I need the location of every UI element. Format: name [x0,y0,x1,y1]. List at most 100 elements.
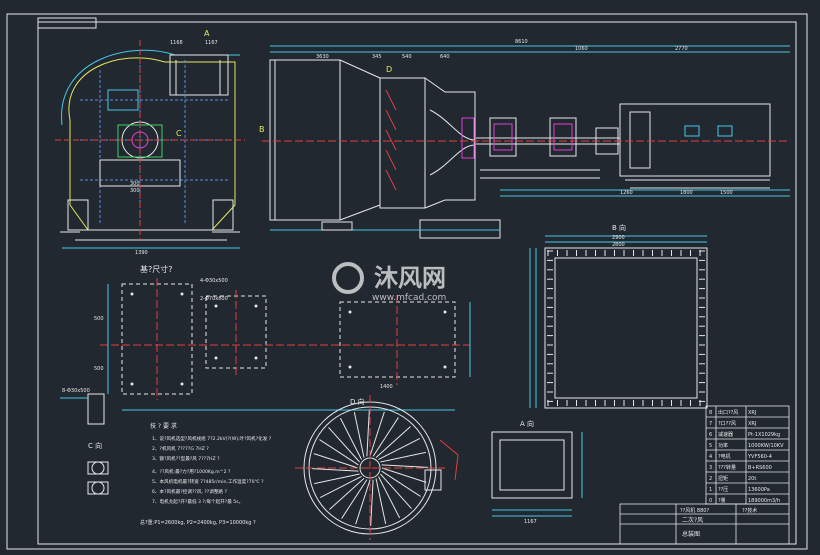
vane-line [328,427,360,463]
b-view-outlet-flange [529,235,708,409]
parts-row-no: 7 [709,421,712,427]
view-marker-c-left: C [176,129,182,138]
parts-row-name: 扭矩 [718,475,728,482]
note-7: 7、电机允起?开?最低 3 ?;每个起开?最 5s。 [152,498,243,505]
foundation-plan [100,278,471,411]
note-3: 3、额?风机??型最?风 7??7HZ ? [152,455,220,462]
foundation-dim-2: 2-Φ70x800 [200,296,228,302]
dim-top-7: 8610 [515,39,528,45]
b-view-dim-2: 2800 [612,242,625,248]
dim-bl-2: 300 [130,188,140,194]
foundation-dim-4: 500 [94,316,104,322]
parts-row-name: 减速器 [718,431,733,438]
vane-line [370,479,374,527]
vane-line [380,473,412,509]
view-marker-a-top: A [204,29,210,38]
parts-row-name: ?口??风 [718,421,736,427]
dim-right-1: 1260 [620,190,633,196]
parts-row-value: XRJ [748,421,756,427]
parts-row-no: 1 [709,487,712,493]
parts-row-no: 4 [709,454,712,460]
vane-line [313,453,359,469]
note-1: 1、说?风机选型?风机线组 7?2.2kV(?(W),叶?风机?化发 ? [152,435,272,442]
note-6: 6、本?风机最?控调??风, ??调整路 ? [152,488,227,495]
vane-line [375,426,411,458]
foundation-dim-5: 500 [94,366,104,372]
a-view-dim: 1167 [524,519,537,525]
dim-top-9: 1060 [575,46,588,52]
dim-top-5: 540 [402,54,412,60]
parts-row-name: 出口??风 [718,409,738,416]
notes-title: 技 ? 要 求 [150,422,177,430]
view-marker-d-top: D [386,65,392,74]
a-view-inlet-flange [491,431,583,517]
note-4: 4、??风机:最?力?用?1000Kg.m^2 ? [152,468,231,475]
vane-line [375,478,387,524]
foundation-dim-3: 1400 [380,384,393,390]
parts-row-value: 189000m3/h [748,498,780,504]
vane-line [314,473,360,485]
parts-table-rows: 8 出口??风 XRJ 7 ?口??风 XRJ 6 减速器 Pt-1X1029kg 5 功率 1000… [709,409,784,504]
vane-line [329,478,365,510]
dim-bl-1: 300 [130,181,140,187]
vane-line [311,468,359,472]
dim-top-8: 2770 [675,46,688,52]
vane-line [381,467,427,483]
vane-line [369,411,385,457]
vane-line [381,470,421,497]
dim-top-2: 1167 [205,40,218,46]
parts-row-value: Pt-1X1029kg [748,432,780,438]
parts-row-value: XRJ [748,410,756,416]
parts-row-value: YVF560-4 [747,454,772,460]
parts-table [705,405,790,505]
vane-line [355,479,371,525]
parts-row-no: 5 [709,443,712,449]
dim-right-3: 1500 [720,190,733,196]
title-block [619,503,790,545]
foundation-title: 基?尺寸? [140,264,173,274]
parts-row-name: ?量 [718,497,726,504]
c-view-title: C 向 [88,441,102,450]
d-view-inlet-vanes [295,395,459,540]
note-2: 2、?机风机 7??7?G 7HZ ? [152,445,209,452]
c-view-detail [60,393,109,495]
vane-line [366,409,370,457]
parts-row-value: 20t [748,476,756,482]
parts-row-value: 1000KW/10KV [748,443,784,449]
title-label: ??技术 [742,507,757,514]
parts-row-name: ???转量 [718,464,736,471]
parts-row-no: 0 [709,498,712,504]
parts-row-no: 3 [709,465,712,471]
a-view-title: A 向 [520,419,534,428]
dim-top-3: 3630 [316,54,329,60]
parts-row-no: 8 [709,410,712,416]
parts-row-name: ??压 [718,487,728,493]
parts-row-value: 13600Pa [748,487,770,493]
title-fan-type: 二次?风 [682,516,703,524]
vane-line [319,439,359,466]
parts-row-value: B+RS600 [748,465,772,471]
b-view-title: B 向 [612,223,626,232]
technical-notes: 技 ? 要 求 1、说?风机选型?风机线组 7?2.2kV(?(W),叶?风机?… [140,422,272,526]
vane-line [381,464,429,468]
dim-bl-3: 1390 [135,250,148,256]
weights-note: 总?重:P1=2600kg, P2=2400kg, P3=10000kg ? [140,519,256,526]
view-marker-b-left: B [259,125,265,134]
dim-top-1: 1168 [170,40,183,46]
parts-row-name: ?电机 [718,453,731,460]
parts-row-no: 2 [709,476,712,482]
note-5: 5、本风机电机最?转速 7?485r/min,工作温度?70℃ ? [152,478,264,485]
parts-row-no: 6 [709,432,712,438]
parts-row-name: 功率 [718,442,728,449]
vane-line [372,417,399,457]
foundation-dim-6: 8-Φ30x500 [62,388,90,394]
b-view-dim-1: 2900 [612,235,625,241]
fan-housing-side-view [55,40,245,249]
dim-top-6: 640 [440,54,450,60]
vane-line [339,417,362,460]
vane-line [341,479,368,519]
dim-top-4: 345 [372,54,382,60]
fan-assembly-front-view [262,45,790,239]
watermark-logo-text: 沐风网 [374,264,446,292]
